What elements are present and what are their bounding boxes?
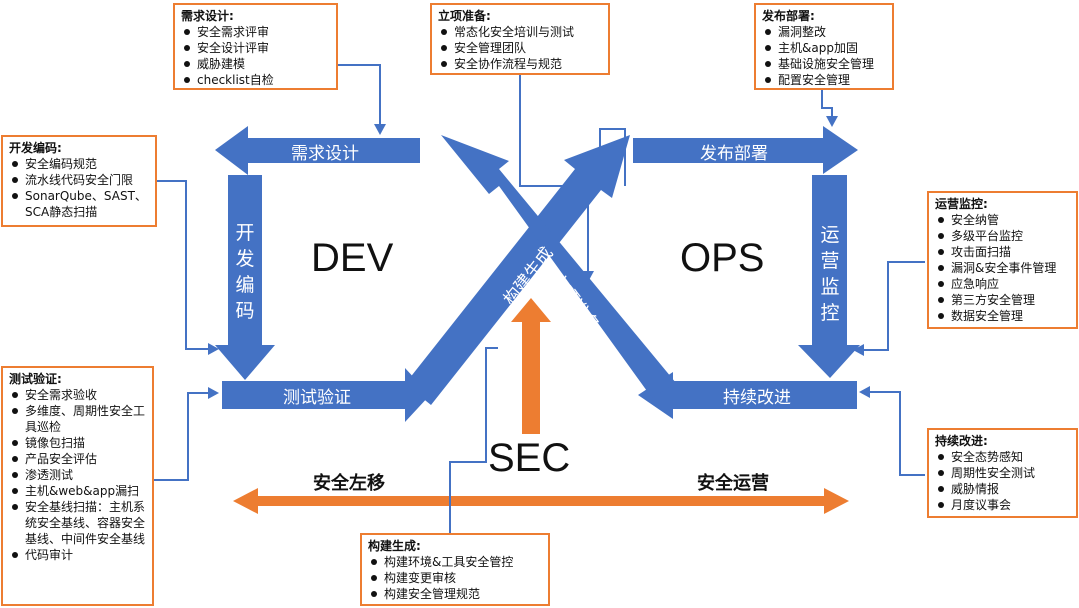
ops-monitor-box: 运营监控: 安全纳管 多级平台监控 攻击面扫描 漏洞&安全事件管理 应急响应 第… (927, 191, 1078, 329)
test-verify-box-title: 测试验证: (9, 372, 62, 386)
list-item: 漏洞&安全事件管理 (935, 260, 1070, 276)
list-item: 第三方安全管理 (935, 292, 1070, 308)
project-prep-arrow (441, 135, 676, 398)
list-item: SonarQube、SAST、SCA静态扫描 (9, 188, 149, 220)
list-item: 安全态势感知 (935, 449, 1070, 465)
ops-monitor-label: 运营监控 (818, 222, 842, 326)
release-box-title: 发布部署: (762, 9, 815, 23)
list-item: 应急响应 (935, 276, 1070, 292)
list-item: 产品安全评估 (9, 451, 146, 467)
list-item: 基础设施安全管理 (762, 56, 886, 72)
dev-code-box-title: 开发编码: (9, 141, 62, 155)
sec-title: SEC (488, 436, 571, 480)
list-item: 构建安全管理规范 (368, 586, 542, 602)
list-item: 威胁建模 (181, 56, 330, 72)
list-item: 攻击面扫描 (935, 244, 1070, 260)
dev-code-box: 开发编码: 安全编码规范 流水线代码安全门限 SonarQube、SAST、SC… (1, 135, 157, 227)
req-design-label: 需求设计 (291, 144, 359, 164)
list-item: 月度议事会 (935, 497, 1070, 513)
dev-code-arrow (215, 175, 275, 380)
dev-code-list: 安全编码规范 流水线代码安全门限 SonarQube、SAST、SCA静态扫描 (9, 156, 149, 220)
continuous-improve-label: 持续改进 (723, 388, 791, 408)
ops-title: OPS (680, 236, 765, 280)
list-item: 周期性安全测试 (935, 465, 1070, 481)
test-verify-label: 测试验证 (283, 388, 351, 408)
list-item: 威胁情报 (935, 481, 1070, 497)
ops-monitor-label-text: 运营监控 (820, 224, 840, 324)
list-item: 多级平台监控 (935, 228, 1070, 244)
list-item: 渗透测试 (9, 467, 146, 483)
continuous-improve-arrow (638, 372, 857, 419)
connector-arrowheads (208, 116, 870, 399)
list-item: 构建环境&工具安全管控 (368, 554, 542, 570)
ops-monitor-box-title: 运营监控: (935, 197, 988, 211)
list-item: 数据安全管理 (935, 308, 1070, 324)
shift-left-label: 安全左移 (313, 473, 385, 494)
list-item: 构建变更审核 (368, 570, 542, 586)
release-label: 发布部署 (700, 144, 768, 164)
shift-left-arrow (233, 488, 849, 514)
list-item: 安全设计评审 (181, 40, 330, 56)
list-item: 多维度、周期性安全工具巡检 (9, 403, 146, 435)
list-item: 配置安全管理 (762, 72, 886, 88)
dev-code-label-text: 开发编码 (235, 222, 255, 322)
list-item: 漏洞整改 (762, 24, 886, 40)
release-box: 发布部署: 漏洞整改 主机&app加固 基础设施安全管理 配置安全管理 (754, 3, 894, 90)
continuous-improve-list: 安全态势感知 周期性安全测试 威胁情报 月度议事会 (935, 449, 1070, 513)
sec-arrow (511, 298, 551, 434)
list-item: 常态化安全培训与测试 (438, 24, 602, 40)
project-prep-list: 常态化安全培训与测试 安全管理团队 安全协作流程与规范 (438, 24, 602, 72)
test-verify-box: 测试验证: 安全需求验收 多维度、周期性安全工具巡检 镜像包扫描 产品安全评估 … (1, 366, 154, 606)
test-verify-arrow (222, 368, 430, 422)
release-arrow (633, 126, 858, 174)
req-design-box: 需求设计: 安全需求评审 安全设计评审 威胁建模 checklist自检 (173, 3, 338, 90)
dev-title: DEV (311, 236, 394, 280)
list-item: 主机&web&app漏扫 (9, 483, 146, 499)
list-item: 镜像包扫描 (9, 435, 146, 451)
continuous-improve-box: 持续改进: 安全态势感知 周期性安全测试 威胁情报 月度议事会 (927, 428, 1078, 518)
list-item: 安全需求验收 (9, 387, 146, 403)
ops-monitor-list: 安全纳管 多级平台监控 攻击面扫描 漏洞&安全事件管理 应急响应 第三方安全管理… (935, 212, 1070, 324)
build-list: 构建环境&工具安全管控 构建变更审核 构建安全管理规范 (368, 554, 542, 602)
req-design-arrow (215, 126, 420, 175)
req-design-list: 安全需求评审 安全设计评审 威胁建模 checklist自检 (181, 24, 330, 88)
release-list: 漏洞整改 主机&app加固 基础设施安全管理 配置安全管理 (762, 24, 886, 88)
dev-code-label: 开发编码 (233, 220, 257, 324)
list-item: 安全协作流程与规范 (438, 56, 602, 72)
project-prep-box-title: 立项准备: (438, 9, 491, 23)
project-prep-box: 立项准备: 常态化安全培训与测试 安全管理团队 安全协作流程与规范 (430, 3, 610, 75)
test-verify-list: 安全需求验收 多维度、周期性安全工具巡检 镜像包扫描 产品安全评估 渗透测试 主… (9, 387, 146, 563)
build-box-title: 构建生成: (368, 539, 421, 553)
list-item: 代码审计 (9, 547, 146, 563)
req-design-box-title: 需求设计: (181, 9, 234, 23)
ops-monitor-arrow (798, 175, 860, 378)
list-item: 安全管理团队 (438, 40, 602, 56)
list-item: 流水线代码安全门限 (9, 172, 149, 188)
list-item: 安全需求评审 (181, 24, 330, 40)
list-item: checklist自检 (181, 72, 330, 88)
build-arrow (405, 135, 630, 405)
build-box: 构建生成: 构建环境&工具安全管控 构建变更审核 构建安全管理规范 (360, 533, 550, 606)
continuous-improve-box-title: 持续改进: (935, 434, 988, 448)
list-item: 安全纳管 (935, 212, 1070, 228)
list-item: 安全编码规范 (9, 156, 149, 172)
list-item: 安全基线扫描：主机系统安全基线、容器安全基线、中间件安全基线 (9, 499, 146, 547)
list-item: 主机&app加固 (762, 40, 886, 56)
security-operations-label: 安全运营 (697, 473, 769, 494)
